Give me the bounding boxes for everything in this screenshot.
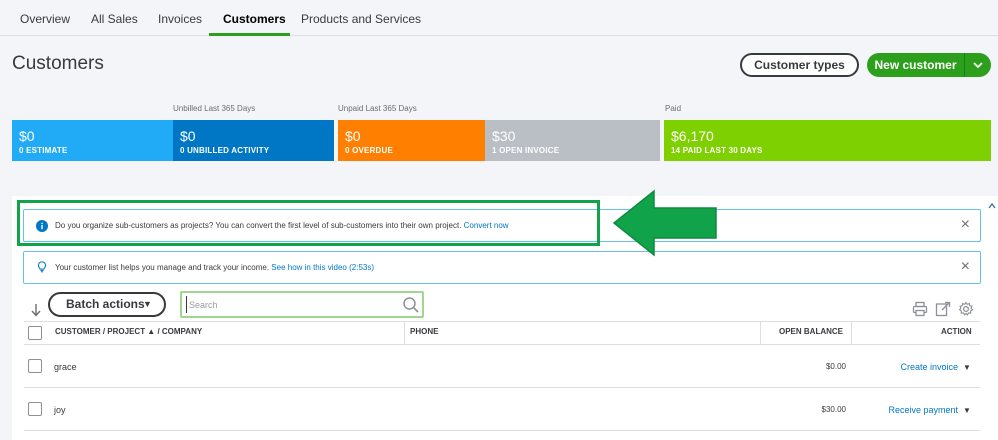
paid-caption: Paid: [665, 104, 682, 113]
unbilled-caption: Unbilled Last 365 Days: [173, 104, 256, 113]
settings-icon[interactable]: [958, 301, 974, 317]
header-top-divider: [24, 321, 980, 322]
close-icon[interactable]: ×: [960, 258, 970, 275]
open-invoice-amount: $30: [492, 128, 516, 144]
scroll-up-button[interactable]: [986, 201, 998, 213]
tab-overview[interactable]: Overview: [20, 12, 71, 26]
overdue-amount: $0: [345, 128, 361, 144]
projects-banner-text: Do you organize sub-customers as project…: [55, 221, 462, 230]
open-balance: $30.00: [821, 405, 846, 414]
search-box: [180, 291, 424, 318]
open-invoice-label: 1 OPEN INVOICE: [492, 146, 560, 155]
chevron-down-icon: [973, 62, 983, 69]
export-icon[interactable]: [935, 301, 951, 317]
open-balance: $0.00: [825, 362, 846, 371]
row-checkbox[interactable]: [28, 359, 42, 373]
chevron-up-icon: [988, 202, 996, 209]
batch-actions-button[interactable]: Batch actions ▼: [48, 292, 166, 317]
search-input[interactable]: [186, 296, 391, 313]
paid-block[interactable]: $6,170 14 PAID LAST 30 DAYS: [664, 120, 991, 161]
tab-invoices[interactable]: Invoices: [158, 12, 203, 26]
paid-label: 14 PAID LAST 30 DAYS: [671, 146, 763, 155]
column-header-action: ACTION: [941, 327, 972, 336]
unbilled-label: 0 UNBILLED ACTIVITY: [180, 146, 270, 155]
overdue-label: 0 OVERDUE: [345, 146, 394, 155]
column-header-open-balance[interactable]: OPEN BALANCE: [779, 327, 844, 336]
unbilled-amount: $0: [180, 128, 196, 144]
sort-icon[interactable]: [30, 302, 42, 318]
video-banner-message: Your customer list helps you manage and …: [55, 263, 374, 272]
customer-name[interactable]: joy: [54, 405, 66, 415]
overdue-block[interactable]: $0 0 OVERDUE: [338, 120, 485, 161]
new-customer-button[interactable]: New customer: [874, 58, 957, 72]
estimate-block[interactable]: $0 0 ESTIMATE: [12, 120, 173, 161]
projects-info-banner: Do you organize sub-customers as project…: [23, 209, 981, 242]
row-divider: [24, 430, 980, 431]
row-checkbox[interactable]: [28, 402, 42, 416]
tab-products-and-services[interactable]: Products and Services: [301, 12, 422, 26]
top-tab-bar: Overview All Sales Invoices Customers Pr…: [0, 0, 998, 36]
video-info-banner: Your customer list helps you manage and …: [23, 251, 981, 284]
search-icon[interactable]: [402, 296, 420, 314]
tab-all-sales[interactable]: All Sales: [91, 12, 138, 26]
caret-down-icon[interactable]: ▼: [963, 363, 971, 372]
unpaid-caption: Unpaid Last 365 Days: [338, 104, 417, 113]
estimate-amount: $0: [19, 128, 35, 144]
column-divider: [851, 322, 852, 344]
video-banner-text: Your customer list helps you manage and …: [55, 263, 270, 272]
new-customer-button-group: New customer: [867, 53, 991, 77]
row-divider: [24, 387, 980, 388]
customer-name[interactable]: grace: [54, 362, 77, 372]
projects-banner-message: Do you organize sub-customers as project…: [55, 221, 509, 230]
caret-down-icon: ▼: [143, 299, 152, 309]
caret-down-icon[interactable]: ▼: [963, 406, 971, 415]
column-header-customer[interactable]: CUSTOMER / PROJECT ▲ / COMPANY: [55, 327, 203, 336]
batch-actions-label: Batch actions: [66, 297, 145, 311]
open-invoice-block[interactable]: $30 1 OPEN INVOICE: [485, 120, 660, 161]
receive-payment-link[interactable]: Receive payment: [888, 405, 958, 415]
column-divider: [760, 322, 761, 344]
tab-customers[interactable]: Customers: [223, 12, 286, 26]
info-icon: [36, 220, 48, 232]
paid-amount: $6,170: [671, 128, 714, 144]
new-customer-dropdown-button[interactable]: [965, 53, 991, 77]
page-title: Customers: [12, 53, 104, 74]
customer-types-button[interactable]: Customer types: [740, 53, 859, 77]
lightbulb-icon: [37, 261, 47, 273]
estimate-label: 0 ESTIMATE: [19, 146, 68, 155]
close-icon[interactable]: ×: [960, 216, 970, 233]
select-all-checkbox[interactable]: [28, 326, 42, 340]
unbilled-activity-block[interactable]: $0 0 UNBILLED ACTIVITY: [173, 120, 334, 161]
convert-now-link[interactable]: Convert now: [463, 221, 509, 230]
print-icon[interactable]: [912, 301, 928, 317]
column-header-phone[interactable]: PHONE: [410, 327, 439, 336]
column-divider: [404, 322, 405, 344]
annotation-highlight-box: [17, 200, 600, 246]
annotation-arrow-icon: [612, 189, 717, 257]
header-bottom-divider: [24, 344, 980, 345]
create-invoice-link[interactable]: Create invoice: [900, 362, 958, 372]
video-link[interactable]: See how in this video (2:53s): [271, 263, 375, 272]
button-divider: [964, 53, 965, 77]
active-tab-indicator: [209, 33, 290, 36]
